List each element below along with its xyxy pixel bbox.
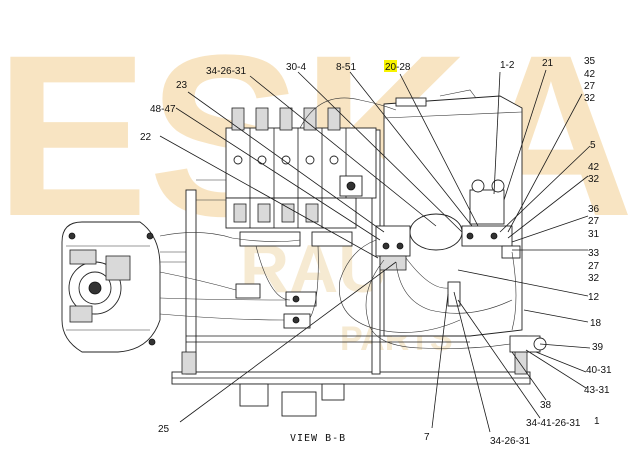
callout-25: 25 — [158, 424, 170, 435]
callout-22: 22 — [140, 132, 152, 143]
callout-33: 33 — [588, 248, 600, 259]
callout-7: 7 — [424, 432, 430, 443]
callout-34-26-31-top: 34-26-31 — [206, 66, 246, 77]
machine-drawing — [61, 89, 547, 417]
callout-23: 23 — [176, 80, 188, 91]
callout-18: 18 — [590, 318, 602, 329]
callout-12: 12 — [588, 292, 600, 303]
callout-32-mid: 32 — [588, 174, 600, 185]
callout-34-26-31-bottom: 34-26-31 — [490, 436, 530, 447]
callout-27-low: 27 — [588, 261, 600, 272]
solenoid-block — [235, 225, 411, 329]
callout-1-2: 1-2 — [500, 60, 515, 71]
callout-27-top: 27 — [584, 81, 596, 92]
hydraulic-tank — [383, 89, 547, 353]
callout-5: 5 — [590, 140, 596, 151]
callout-34-41-26-31: 34-41-26-31 — [526, 418, 581, 429]
pump-housing — [61, 221, 186, 353]
callout-20-28: 20 -28 — [384, 60, 411, 73]
callout-30-4: 30-4 — [286, 62, 306, 73]
view-title: VIEW B-B — [290, 433, 346, 444]
callout-labels: 34-26-31 30-4 8-51 20 -28 1-2 21 35 42 2… — [140, 56, 612, 447]
callout-42-mid: 42 — [588, 162, 600, 173]
callout-42-top: 42 — [584, 69, 596, 80]
callout-1: 1 — [594, 416, 600, 427]
callout-35: 35 — [584, 56, 596, 67]
callout-36: 36 — [588, 204, 600, 215]
callout-32-top: 32 — [584, 93, 596, 104]
callout-32-low: 32 — [588, 273, 600, 284]
callout-43-31: 43-31 — [584, 385, 610, 396]
callout-40-31: 40-31 — [586, 365, 612, 376]
callout-38: 38 — [540, 400, 552, 411]
control-valve-bank — [225, 107, 377, 247]
callout-48-47: 48-47 — [150, 104, 176, 115]
callout-31: 31 — [588, 229, 600, 240]
callout-39: 39 — [592, 342, 604, 353]
callout-27-mid: 27 — [588, 216, 600, 227]
callout-20-highlighted: 20 — [385, 62, 397, 73]
callout-28-suffix: -28 — [396, 62, 411, 73]
leader-lines — [159, 69, 591, 433]
callout-21: 21 — [542, 58, 554, 69]
highlight-marker — [384, 60, 397, 72]
callout-8-51: 8-51 — [336, 62, 356, 73]
hose-routing — [159, 97, 517, 349]
